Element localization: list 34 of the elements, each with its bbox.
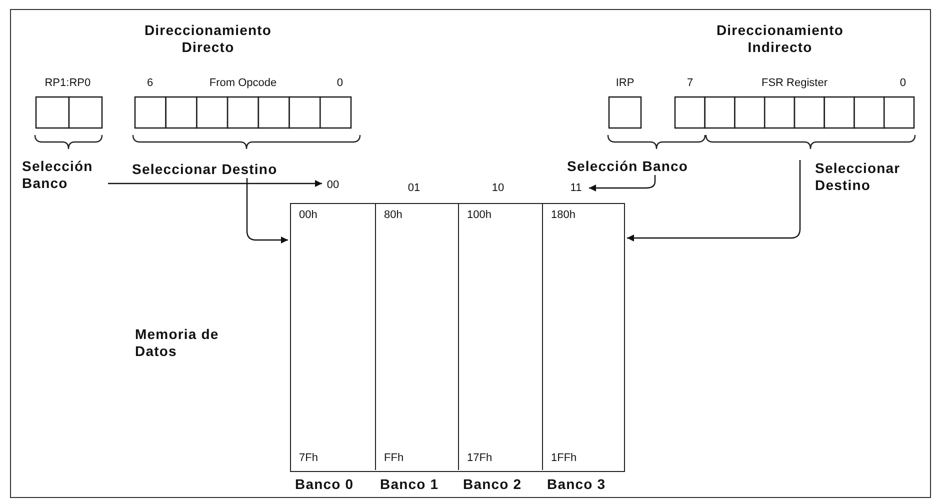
bank-number: 00: [322, 177, 344, 193]
address-text: 100h: [467, 208, 492, 220]
bank-number: 10: [487, 180, 509, 196]
bank-name: Banco 1: [380, 476, 439, 492]
register-name: From Opcode: [209, 77, 277, 89]
address-text: 7Fh: [299, 452, 318, 464]
block-title: Memoria de Datos: [135, 326, 220, 360]
arrow: [627, 160, 801, 242]
bit-number: 0: [336, 77, 343, 89]
bit-number: 7: [687, 77, 694, 89]
address-text: 180h: [551, 208, 576, 220]
register-name: IRP: [616, 77, 634, 89]
bank-name: Banco 2: [463, 476, 522, 492]
address-text: FFh: [384, 452, 404, 464]
caption-text: Selección Banco: [22, 158, 108, 192]
caption-text: Selección Banco: [567, 158, 727, 175]
caption-text: Seleccionar Destino: [132, 161, 314, 178]
arrow: [246, 178, 288, 244]
address-text: 17Fh: [467, 452, 492, 464]
arrow: [108, 180, 322, 187]
bank-name: Banco 0: [295, 476, 354, 492]
bank-number: 11: [565, 180, 587, 196]
bit-number: 0: [900, 77, 906, 89]
register-name: RP1:RP0: [44, 77, 91, 89]
caption-text: Seleccionar Destino: [800, 160, 932, 194]
address-text: 1FFh: [551, 452, 577, 464]
section-title: Direccionamiento Directo: [143, 22, 273, 56]
address-text: 80h: [384, 208, 402, 220]
address-text: 00h: [299, 208, 318, 220]
bank-name: Banco 3: [547, 476, 606, 492]
bit-number: 6: [147, 77, 154, 89]
section-title: Direccionamiento Indirecto: [715, 22, 845, 56]
register-name: FSR Register: [761, 77, 828, 89]
bank-number: 01: [403, 180, 425, 196]
